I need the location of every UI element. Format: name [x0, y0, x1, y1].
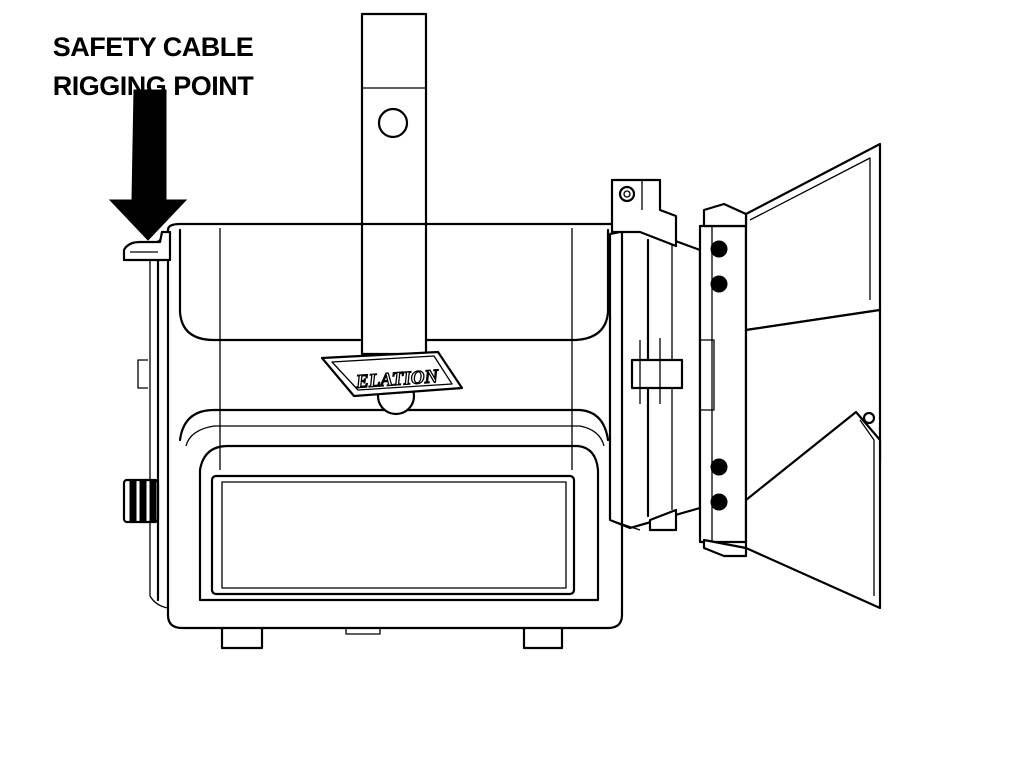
lens-housing: [608, 178, 702, 532]
callout-label-line-2: RIGGING POINT: [52, 71, 254, 101]
callout-arrow: [108, 89, 188, 241]
yoke-bracket: [360, 12, 428, 356]
barn-door-bottom: [744, 410, 882, 610]
barn-door-screw: [710, 240, 728, 258]
control-panel-base: [198, 444, 600, 650]
yoke-mount-hole: [377, 107, 409, 139]
barn-doors: [698, 142, 882, 610]
brand-logo-badge: ELATION: [320, 350, 464, 416]
down-arrow-icon: [108, 89, 188, 241]
safety-cable-rigging-point: [122, 230, 172, 262]
rear-adjustment-knob: [122, 478, 160, 524]
barn-door-screw: [710, 493, 728, 511]
barn-door-top: [744, 142, 882, 332]
barn-door-screw: [710, 275, 728, 293]
callout-label-line-1: SAFETY CABLE: [52, 32, 254, 62]
barn-door-screw: [710, 458, 728, 476]
